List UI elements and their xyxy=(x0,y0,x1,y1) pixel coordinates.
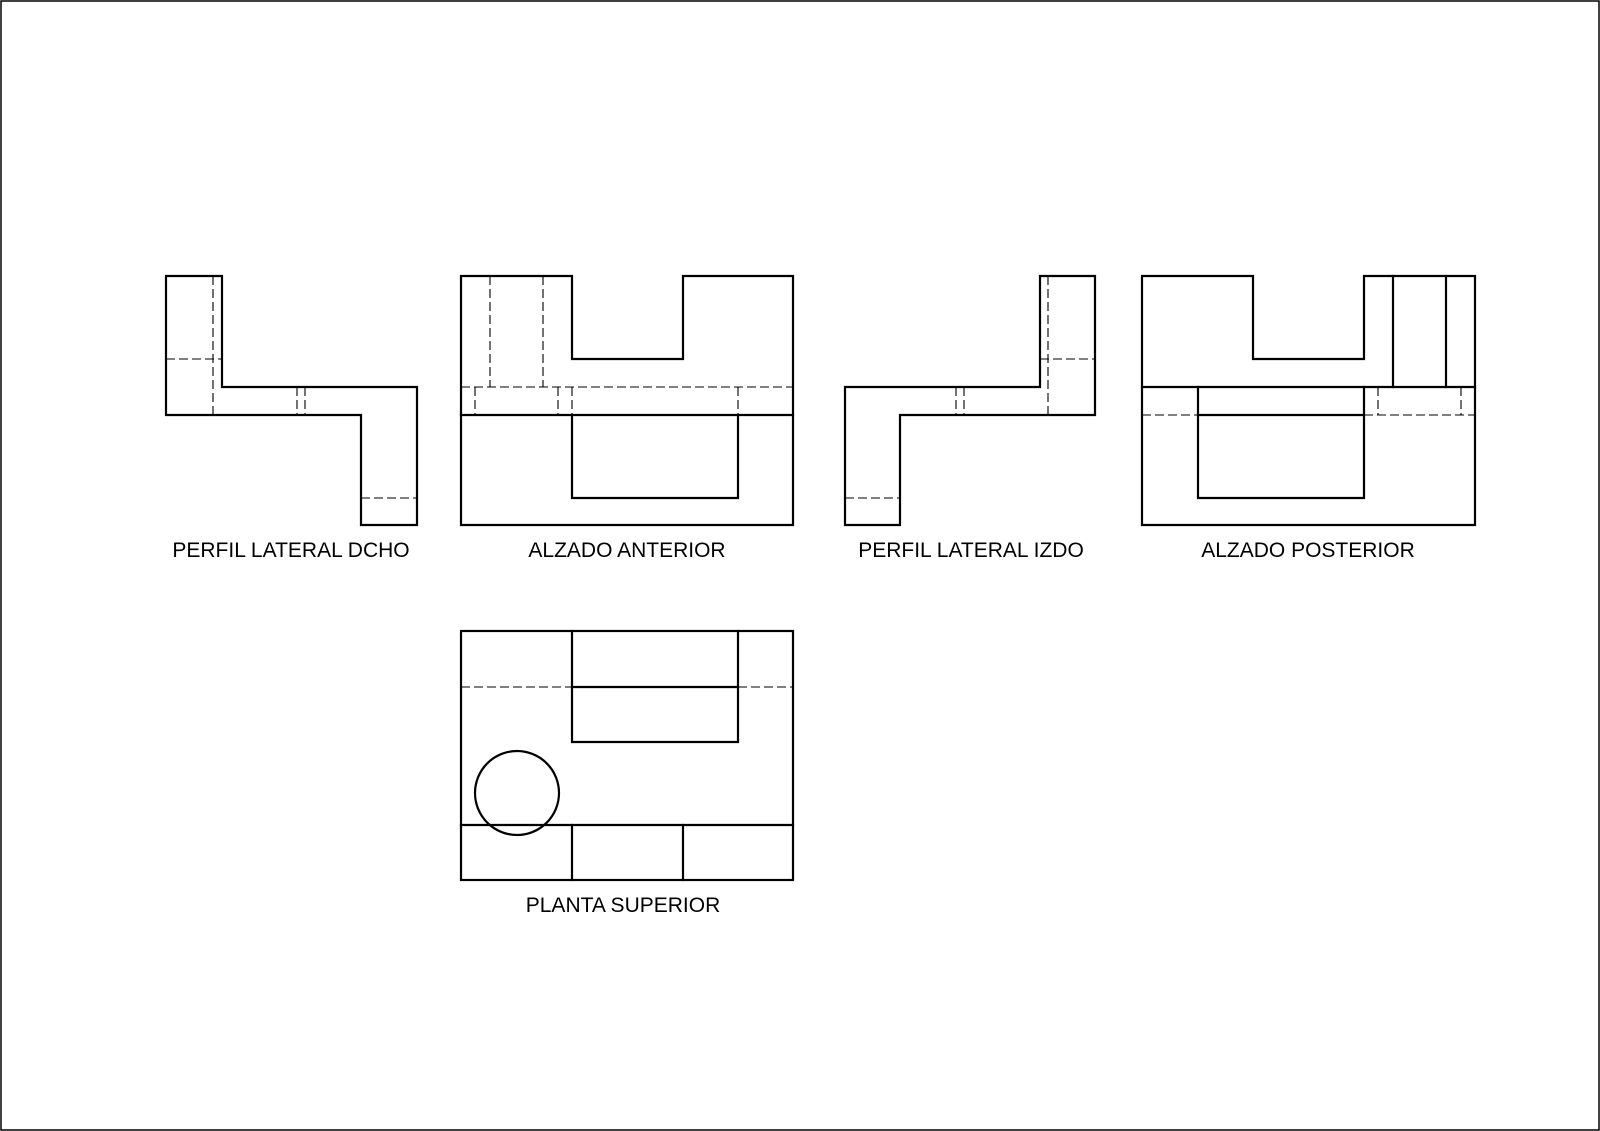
left-profile-view: PERFIL LATERAL IZDO xyxy=(843,274,1097,562)
front-elevation-label: ALZADO ANTERIOR xyxy=(528,539,725,562)
top-plan-label: PLANTA SUPERIOR xyxy=(526,894,721,917)
top-plan-circle xyxy=(473,749,561,837)
front-elevation-view: ALZADO ANTERIOR xyxy=(459,274,795,562)
rear-elevation-view: ALZADO POSTERIOR xyxy=(1140,274,1477,562)
top-plan-outline xyxy=(459,629,795,882)
right-profile-view: PERFIL LATERAL DCHO xyxy=(164,274,419,562)
rear-elevation-recess xyxy=(1196,385,1366,500)
left-profile-outline xyxy=(843,274,1097,527)
right-profile-outline xyxy=(164,274,419,527)
rear-elevation-label: ALZADO POSTERIOR xyxy=(1201,539,1415,562)
rear-elevation-outline xyxy=(1140,274,1477,527)
right-profile-label: PERFIL LATERAL DCHO xyxy=(172,539,409,562)
front-elevation-outline xyxy=(459,274,795,527)
left-profile-label: PERFIL LATERAL IZDO xyxy=(858,539,1084,562)
top-plan-view: PLANTA SUPERIOR xyxy=(459,629,795,917)
front-elevation-recess xyxy=(570,413,740,500)
